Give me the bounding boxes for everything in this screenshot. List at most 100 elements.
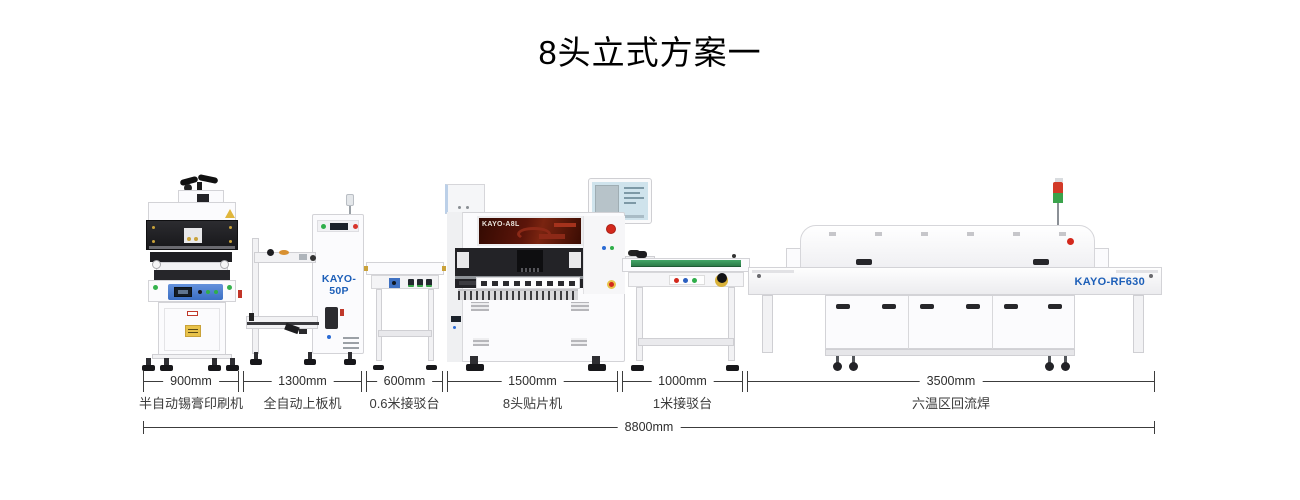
pnp-brand-label: KAYO-A8L bbox=[482, 221, 520, 228]
dimension-tick bbox=[243, 371, 244, 392]
machine-name-label: 8头贴片机 bbox=[503, 393, 562, 412]
cabinet-door bbox=[826, 296, 909, 350]
belt-end-cap bbox=[636, 251, 647, 258]
machine-name-label: 全自动上板机 bbox=[263, 393, 341, 412]
gold-bolt-icon bbox=[229, 226, 232, 229]
dimension-tick bbox=[622, 371, 623, 392]
pnp-window: KAYO-A8L bbox=[477, 216, 583, 246]
ui-bar bbox=[624, 202, 636, 204]
conveyor-table-top bbox=[622, 258, 750, 272]
ui-bar bbox=[624, 197, 644, 199]
dimension-tick bbox=[143, 371, 144, 392]
panel-dot bbox=[458, 206, 461, 209]
vent-grille bbox=[473, 338, 489, 346]
blue-button bbox=[683, 278, 688, 283]
loader-door-panel bbox=[325, 307, 338, 329]
placement-head bbox=[517, 250, 543, 272]
platform-knob-left bbox=[152, 260, 161, 269]
dimension-tick bbox=[442, 371, 443, 392]
emergency-stop-button bbox=[1067, 238, 1074, 245]
ui-bar bbox=[624, 187, 644, 189]
loader-display bbox=[330, 223, 348, 230]
gold-bolt-icon bbox=[229, 240, 232, 243]
conveyor-belt-stripe bbox=[247, 322, 319, 325]
emergency-stop-button bbox=[606, 224, 616, 234]
loader-tower: KAYO-50P bbox=[312, 214, 364, 354]
foot-stem bbox=[592, 356, 600, 364]
rail-clamp bbox=[249, 313, 254, 321]
pnp-window-red-text-block bbox=[554, 223, 576, 227]
red-label bbox=[187, 311, 198, 316]
vent-grille bbox=[471, 302, 489, 311]
pnp-top-left-panel bbox=[445, 184, 485, 214]
red-button bbox=[353, 224, 358, 229]
printer-lower-rail bbox=[150, 252, 232, 262]
vent-grille bbox=[571, 338, 587, 346]
table-leg bbox=[376, 289, 382, 361]
platform-knob-right bbox=[220, 260, 229, 269]
printer-clamp-block bbox=[184, 228, 202, 243]
dimension-segment-printer: 900mm 半自动锡膏印刷机 bbox=[143, 370, 239, 412]
deck-rail bbox=[752, 270, 794, 273]
toggle-switch bbox=[426, 279, 432, 287]
oven-end-leg-right bbox=[1133, 295, 1144, 353]
red-label bbox=[340, 309, 344, 316]
oven-cabinet bbox=[825, 295, 1075, 349]
door-handle bbox=[836, 304, 850, 309]
dimension-value: 900mm bbox=[163, 374, 219, 389]
green-button bbox=[153, 285, 158, 290]
dimension-segment-conveyor06: 600mm 0.6米接驳台 bbox=[366, 370, 443, 412]
hood-handle bbox=[1033, 259, 1049, 265]
table-leg bbox=[728, 287, 735, 361]
dimension-total: 8800mm bbox=[143, 416, 1155, 440]
printer-cabinet bbox=[158, 302, 226, 356]
control-dot bbox=[392, 281, 396, 285]
orange-handle bbox=[279, 250, 289, 255]
sticker-line bbox=[188, 329, 198, 330]
work-area-side-block bbox=[457, 252, 469, 268]
door-handle bbox=[920, 304, 934, 309]
green-button bbox=[214, 290, 218, 294]
conveyor-apron bbox=[628, 272, 744, 287]
green-button bbox=[227, 285, 232, 290]
pnp-slot-bar bbox=[476, 277, 580, 289]
hood-vents bbox=[829, 232, 1066, 236]
machine-conveyor-06m bbox=[364, 254, 446, 372]
pnp-gantry-glimpse bbox=[539, 234, 565, 239]
machine-name-label: 1米接驳台 bbox=[653, 393, 712, 412]
hood-step-right bbox=[1093, 248, 1109, 268]
printer-display bbox=[174, 287, 192, 297]
dimension-tick bbox=[143, 421, 144, 434]
feeder-bank bbox=[458, 289, 578, 300]
door-handle bbox=[1004, 304, 1018, 309]
loader-conveyor-rail bbox=[246, 316, 318, 329]
warning-sticker bbox=[185, 325, 201, 337]
signal-lamp bbox=[346, 194, 354, 206]
dimension-segment-loader: 1300mm 全自动上板机 bbox=[243, 370, 362, 412]
oven-end-leg-left bbox=[762, 295, 773, 353]
cabinet-door bbox=[910, 296, 993, 350]
gold-bolt-icon bbox=[152, 226, 155, 229]
deck-screw bbox=[757, 274, 761, 278]
dimension-tick bbox=[1154, 421, 1155, 434]
toggle-switch bbox=[408, 279, 414, 287]
dimension-segment-conveyor1m: 1000mm 1米接驳台 bbox=[622, 370, 743, 412]
door-handle bbox=[882, 304, 896, 309]
deck-screw bbox=[1149, 274, 1153, 278]
green-button bbox=[610, 246, 614, 250]
machine-name-label: 半自动锡膏印刷机 bbox=[139, 393, 243, 412]
hood-handle bbox=[856, 259, 872, 265]
red-side-button bbox=[238, 290, 242, 298]
dimension-tick bbox=[742, 371, 743, 392]
dimension-value: 1500mm bbox=[501, 374, 564, 389]
loader-top-rail bbox=[254, 252, 316, 263]
head-nozzles bbox=[519, 268, 541, 272]
blue-button bbox=[453, 326, 456, 329]
machine-foot bbox=[250, 359, 262, 365]
dimension-value: 600mm bbox=[377, 374, 433, 389]
table-leg bbox=[636, 287, 643, 361]
signal-pole bbox=[1057, 203, 1059, 227]
black-button bbox=[198, 290, 202, 294]
dimension-tick bbox=[238, 371, 239, 392]
